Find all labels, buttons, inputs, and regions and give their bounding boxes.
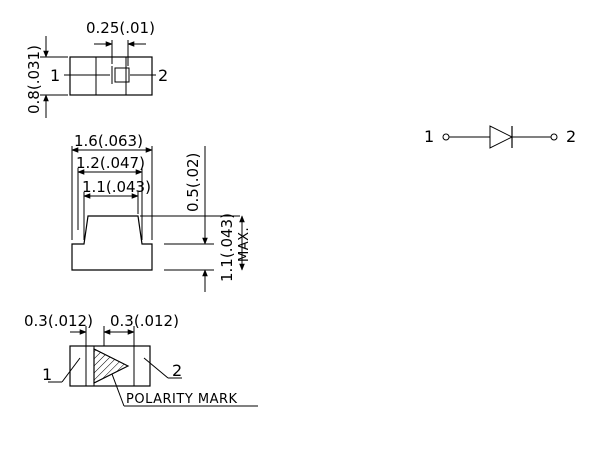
- top-view-pin1-label: 1: [50, 66, 60, 85]
- diode-anode-triangle-icon: [489, 125, 514, 149]
- side-dim-offset: 0.5(.02): [184, 153, 202, 212]
- top-height-dim: 0.8(.031): [25, 45, 43, 114]
- side-dim-mid: 1.2(.047): [76, 154, 145, 172]
- side-view: 1.6(.063) 1.2(.047) 1.1(.043) 0.5(.02) 1…: [71, 132, 252, 292]
- side-view-body: [71, 215, 153, 271]
- polarity-leader: [111, 373, 125, 407]
- top-view-body: [69, 56, 153, 96]
- top-view: 1 2 0.25(.01) 0.8(.031): [25, 19, 168, 118]
- bottom-dim-left: 0.3(.012): [24, 312, 93, 330]
- bottom-view-body: [69, 345, 151, 387]
- diode-schematic: 1 2: [424, 125, 576, 149]
- bottom-pin2-leader: [143, 357, 169, 379]
- top-view-pin2-label: 2: [158, 66, 168, 85]
- side-dim-height: 1.1(.043): [218, 213, 236, 282]
- side-dim-height-note: MAX.: [237, 227, 252, 262]
- schematic-pin2-label: 2: [566, 127, 576, 146]
- schematic-pin1-terminal: [442, 133, 450, 141]
- bottom-pin1-leader: [61, 357, 81, 383]
- bottom-dim-right: 0.3(.012): [110, 312, 179, 330]
- bottom-view: 0.3(.012) 0.3(.012) 1 2 POLARITY MARK: [24, 312, 258, 407]
- top-width-dim: 0.25(.01): [86, 19, 155, 37]
- polarity-triangle-icon: [93, 348, 130, 384]
- top-view-die: [114, 67, 130, 83]
- side-dim-inner: 1.1(.043): [82, 178, 151, 196]
- side-dim-outer: 1.6(.063): [74, 132, 143, 150]
- schematic-pin2-terminal: [550, 133, 558, 141]
- polarity-mark-label: POLARITY MARK: [126, 392, 238, 407]
- bottom-pin2-label: 2: [172, 361, 182, 380]
- schematic-pin1-label: 1: [424, 127, 434, 146]
- bottom-pin1-label: 1: [42, 365, 52, 384]
